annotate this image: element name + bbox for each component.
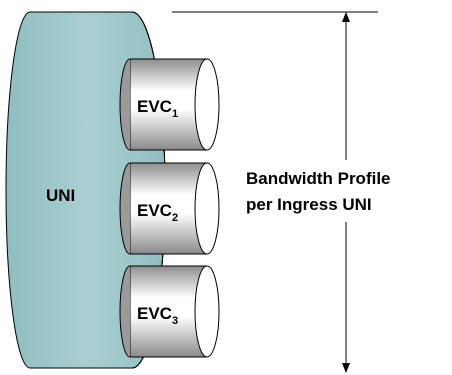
evc-cylinder-1: EVC1 (119, 58, 220, 151)
evc-cylinder-2: EVC2 (119, 162, 220, 255)
evc-3-label: EVC (137, 304, 172, 323)
evc-1-subscript: 1 (172, 108, 178, 120)
bandwidth-dimension-arrow (342, 12, 350, 373)
svg-text:EVC3: EVC3 (137, 304, 178, 327)
evc-2-subscript: 2 (172, 212, 178, 224)
uni-label: UNI (46, 186, 75, 205)
evc-cylinder-1-end (194, 58, 220, 151)
bandwidth-profile-line2: per Ingress UNI (246, 195, 372, 214)
svg-text:EVC1: EVC1 (137, 97, 178, 120)
evc-cylinder-3: EVC3 (119, 265, 220, 358)
arrow-head-top (342, 12, 350, 22)
evc-3-subscript: 3 (172, 315, 178, 327)
evc-cylinder-3-end (194, 265, 220, 358)
evc-2-label: EVC (137, 201, 172, 220)
arrow-head-bottom (342, 363, 350, 373)
evc-cylinder-2-end (194, 162, 220, 255)
bandwidth-profile-line1: Bandwidth Profile (246, 169, 391, 188)
evc-1-label: EVC (137, 97, 172, 116)
svg-text:EVC2: EVC2 (137, 201, 178, 224)
